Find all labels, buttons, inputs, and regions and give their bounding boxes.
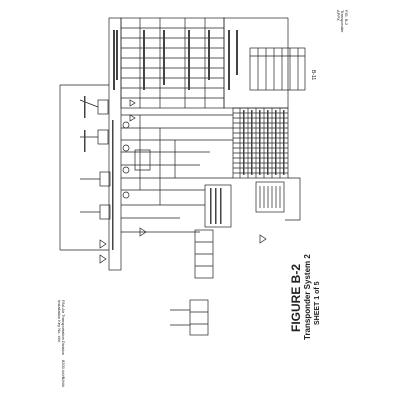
figure-number: FIGURE B-2: [289, 264, 303, 332]
connector-plug: [255, 181, 285, 213]
margin-right-line2: Transponder: [340, 10, 345, 33]
ground-bracket: [285, 177, 301, 221]
connector-pins: [259, 186, 281, 208]
upper-terminal-lines: [121, 27, 224, 99]
margin-right-line3: APPX: [336, 10, 341, 21]
pin-table: [249, 47, 306, 91]
margin-left-line1: FAA Air Transportation Division: [61, 300, 66, 355]
left-components: [59, 84, 151, 251]
rack-connector-block: [108, 17, 122, 271]
power-connector-box: [189, 299, 209, 336]
figure-title: Transponder System 2: [303, 254, 312, 340]
fine-print-labels: [84, 30, 285, 250]
upper-right-block: [223, 17, 289, 109]
margin-right-line1: FIG. B-2: [344, 10, 349, 26]
ground-symbols: [99, 99, 267, 264]
page-number: B-11: [310, 70, 316, 80]
transponder-unit-box: [204, 184, 232, 228]
sheet-label: SHEET 1 of 5: [314, 281, 321, 325]
upper-block-verticals: [139, 18, 206, 108]
signal-wires: [121, 114, 233, 233]
bottom-left-code: 8200.###B/###: [61, 360, 66, 388]
margin-left-line2: Installation Key No. ###: [57, 300, 62, 343]
